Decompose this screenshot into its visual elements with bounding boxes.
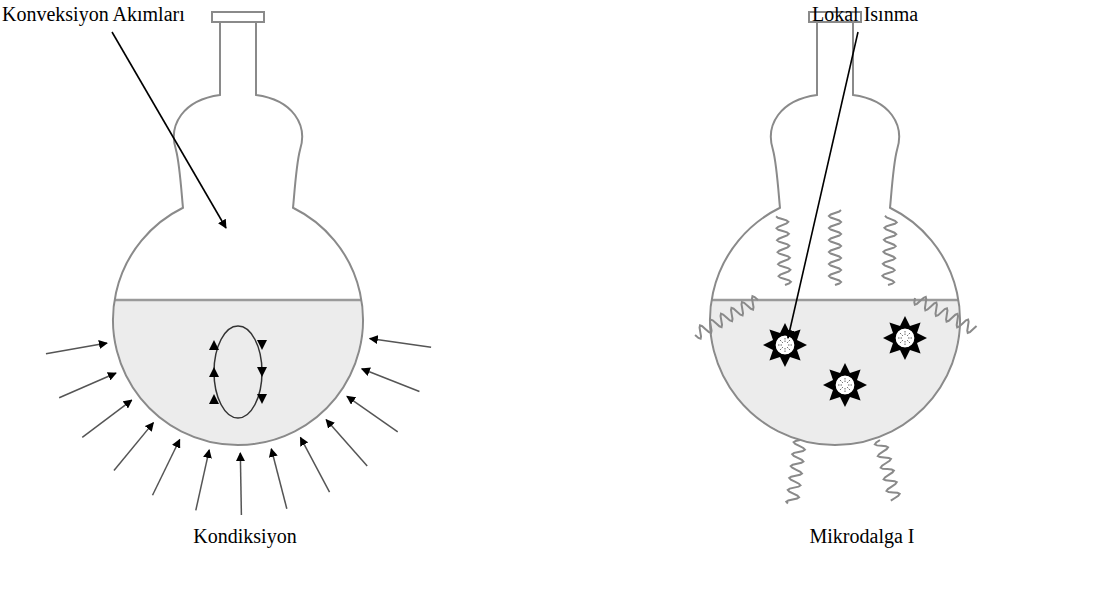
callout-label: Konveksiyon Akımları — [2, 2, 185, 26]
caption-label: Kondiksiyon — [193, 524, 296, 548]
caption-label: Mikrodalga I — [810, 524, 915, 548]
flask — [695, 12, 976, 503]
leader-line — [788, 32, 858, 338]
flask — [46, 12, 431, 515]
callout-label: Lokal Isınma — [812, 2, 918, 26]
leader-line — [112, 32, 226, 228]
